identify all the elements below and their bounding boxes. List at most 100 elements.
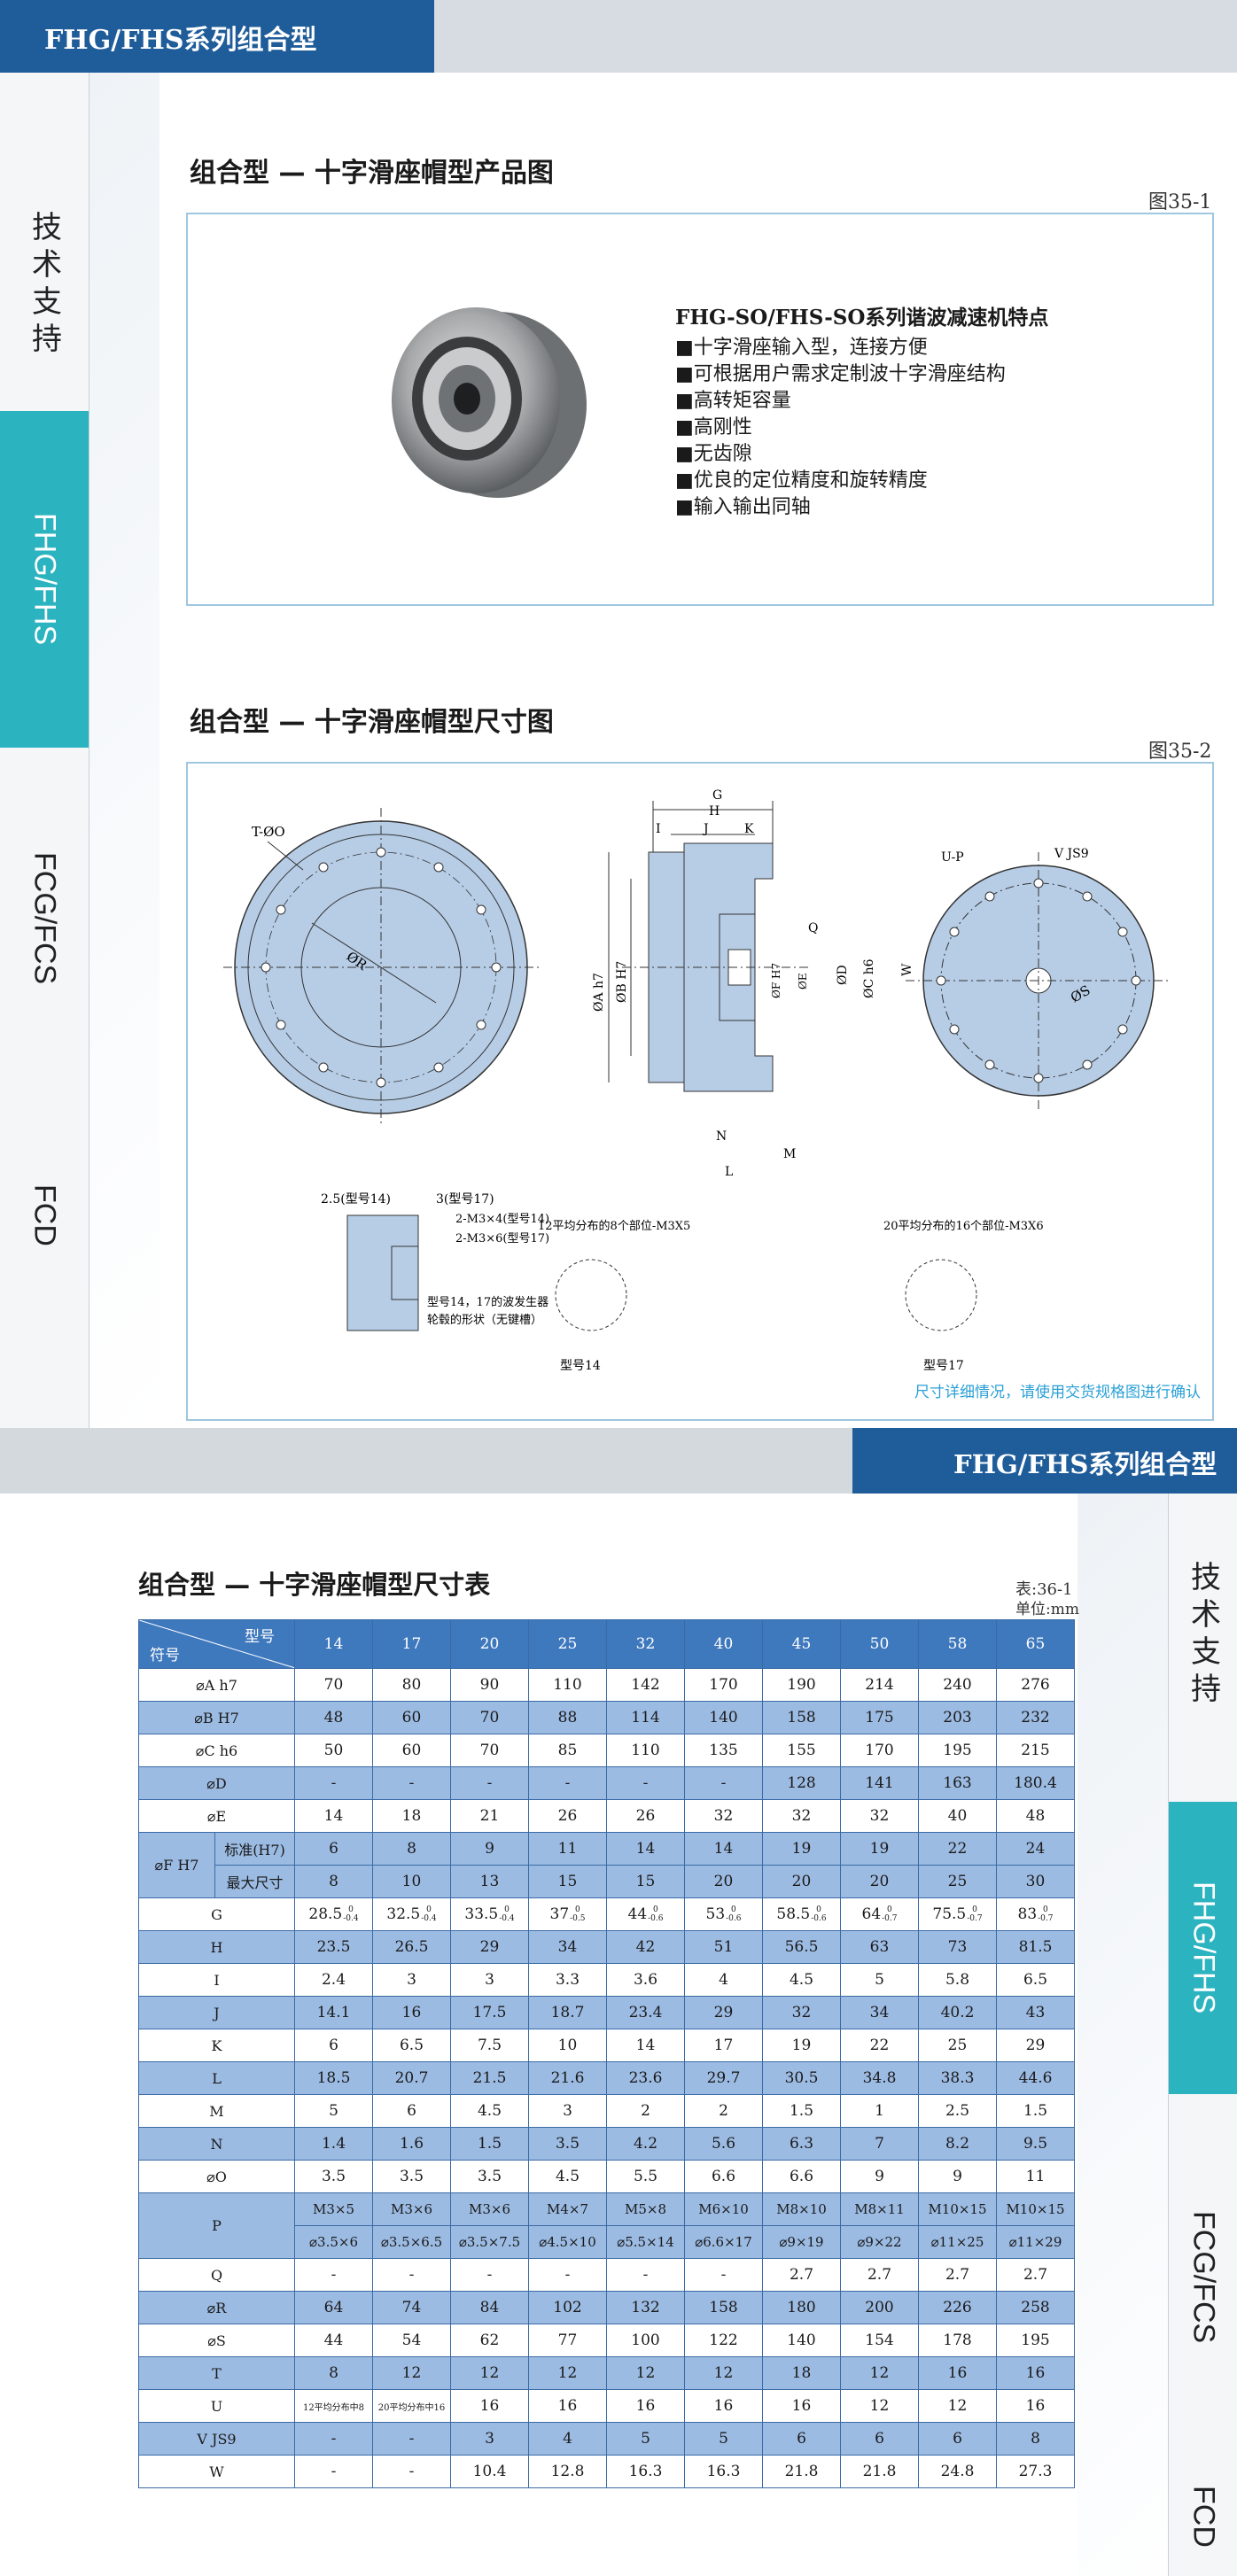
model-col-45: 45 — [762, 1619, 841, 1669]
table-cell: 80 — [372, 1668, 451, 1702]
table-cell: 16 — [606, 2389, 685, 2423]
feature-item: ■优良的定位精度和旋转精度 — [675, 469, 928, 492]
table-cell: 3.5 — [450, 2160, 529, 2193]
table-cell: 100 — [606, 2324, 685, 2357]
row-label: U — [138, 2389, 295, 2423]
table-cell: 10 — [372, 1865, 451, 1898]
table-cell: 12.8 — [528, 2455, 607, 2488]
row-label: ⌀S — [138, 2324, 295, 2357]
label-up: U-P — [941, 850, 964, 865]
table-cell: - — [294, 1766, 373, 1800]
page2-side-nav: 技术支持 FHG/FHS FCG/FCS FCD — [1168, 1494, 1237, 2576]
table-cell: 34 — [840, 1996, 919, 2029]
table-cell: 12 — [918, 2389, 997, 2423]
section-view-center: G H I J K ØA h7 ØB H7 ØF H7 ØE ØD ØC h6 … — [592, 788, 876, 1179]
table-cell: 34.8 — [840, 2061, 919, 2095]
table-cell: 15 — [528, 1865, 607, 1898]
table-cell: 5 — [840, 1963, 919, 1997]
table-cell: 48 — [996, 1799, 1075, 1833]
table-cell: 20 — [840, 1865, 919, 1898]
model-col-20: 20 — [450, 1619, 529, 1669]
row-label: ⌀D — [138, 1766, 295, 1800]
table-cell: - — [294, 2258, 373, 2292]
table-cell: 32 — [762, 1799, 841, 1833]
table-cell: 12 — [606, 2356, 685, 2390]
side-tab-fcg-fcs[interactable]: FCG/FCS — [27, 852, 62, 985]
table-cell: 51 — [684, 1930, 763, 1964]
label-a: ØA h7 — [592, 973, 606, 1012]
table-cell: 240 — [918, 1668, 997, 1702]
feature-item: ■高转矩容量 — [675, 390, 791, 412]
table-cell: 17.5 — [450, 1996, 529, 2029]
side-tab-fhg-fhs[interactable]: FHG/FHS — [0, 411, 89, 748]
table-cell: 4.5 — [528, 2160, 607, 2193]
table-cell: 6 — [840, 2422, 919, 2456]
table-cell: ⌀3.5×6 — [294, 2225, 373, 2259]
table-cell: 6.6 — [684, 2160, 763, 2193]
table-cell: 5.8 — [918, 1963, 997, 1997]
page2-header-title-block: FHG/FHS系列组合型 — [852, 1428, 1237, 1494]
label-h: H — [709, 804, 720, 819]
table-cell: 26.5 — [372, 1930, 451, 1964]
table-cell: 1 — [840, 2094, 919, 2128]
table-cell: 16 — [684, 2389, 763, 2423]
table-cell: 16 — [996, 2356, 1075, 2390]
table-cell: 16.3 — [606, 2455, 685, 2488]
table-cell: 14 — [684, 1832, 763, 1866]
dimension-drawing-box: T-ØO ØR G H I J K ØA h7 ØB H7 ØF H7 ØE Ø… — [186, 762, 1214, 1421]
row-label: K — [138, 2029, 295, 2062]
row-label: Q — [138, 2258, 295, 2292]
table-cell: 1.6 — [372, 2127, 451, 2161]
table-cell: 21.8 — [840, 2455, 919, 2488]
table-cell: 29.7 — [684, 2061, 763, 2095]
model-col-32: 32 — [606, 1619, 685, 1669]
table-cell: 32 — [762, 1996, 841, 2029]
table-cell: 10.4 — [450, 2455, 529, 2488]
table-cell: 4 — [684, 1963, 763, 1997]
label-k: K — [744, 822, 754, 836]
table-cell: 18.7 — [528, 1996, 607, 2029]
side-tab-tech-support[interactable]: 技术支持 — [26, 211, 62, 360]
table-cell: 12 — [528, 2356, 607, 2390]
table-cell: 9 — [840, 2160, 919, 2193]
side-tab-fcg-fcs[interactable]: FCG/FCS — [1186, 2211, 1221, 2344]
table-cell: 2.7 — [918, 2258, 997, 2292]
table-cell: 63 — [840, 1930, 919, 1964]
label-t-o: T-ØO — [252, 824, 285, 840]
table-cell: 10 — [528, 2029, 607, 2062]
side-tab-fcd[interactable]: FCD — [1186, 2486, 1221, 2548]
table-cell: 4.2 — [606, 2127, 685, 2161]
table-cell: 88 — [528, 1701, 607, 1734]
table-cell: 2.7 — [762, 2258, 841, 2292]
label-c: ØC h6 — [862, 958, 876, 998]
figure-number-1: 图35-1 — [1148, 191, 1212, 213]
table-cell: 40.2 — [918, 1996, 997, 2029]
table-cell: - — [450, 1766, 529, 1800]
table-cell: M8×10 — [762, 2192, 841, 2226]
table-cell: - — [528, 1766, 607, 1800]
features-list: FHG-SO/FHS-SO系列谐波减速机特点 ■十字滑座输入型，连接方便 ■可根… — [675, 305, 1048, 521]
table-cell: 6.5 — [372, 2029, 451, 2062]
table-cell: 3 — [528, 2094, 607, 2128]
side-tab-tech-support[interactable]: 技术支持 — [1185, 1561, 1221, 1710]
label-w: W — [900, 963, 914, 976]
row-label: I — [138, 1963, 295, 1997]
table-cell: 155 — [762, 1734, 841, 1767]
label-i: I — [656, 822, 661, 836]
side-tab-fhg-fhs[interactable]: FHG/FHS — [1169, 1802, 1237, 2094]
table-cell: 110 — [528, 1668, 607, 1702]
table-cell: 114 — [606, 1701, 685, 1734]
table-cell: 16 — [996, 2389, 1075, 2423]
table-cell: 40 — [918, 1799, 997, 1833]
table-cell: 8.2 — [918, 2127, 997, 2161]
side-tab-fcd[interactable]: FCD — [27, 1184, 62, 1246]
